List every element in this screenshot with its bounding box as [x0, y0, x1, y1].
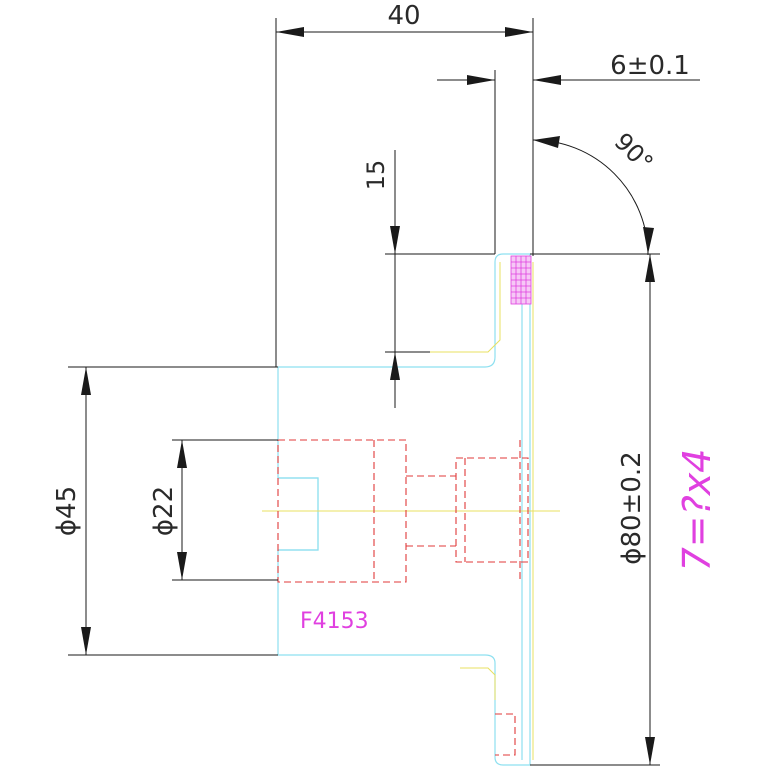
dim-width-40: 40 — [387, 1, 420, 31]
dim-diameter-80: ϕ80±0.2 — [617, 451, 647, 564]
arrowheads — [81, 27, 655, 765]
hidden-lines — [277, 439, 529, 756]
part-number-label: F4153 — [300, 609, 369, 634]
dim-diameter-45: ϕ45 — [52, 486, 82, 536]
hatch-area — [510, 255, 532, 305]
dim-diameter-22: ϕ22 — [149, 486, 179, 536]
dim-height-15: 15 — [362, 160, 390, 191]
dimension-lines — [68, 18, 700, 766]
spec-label: 7=?x4 — [675, 449, 719, 572]
part-outline — [277, 253, 531, 766]
dim-thickness: 6±0.1 — [610, 51, 690, 81]
center-lines — [262, 262, 560, 760]
dim-angle-90: 90° — [609, 127, 659, 177]
